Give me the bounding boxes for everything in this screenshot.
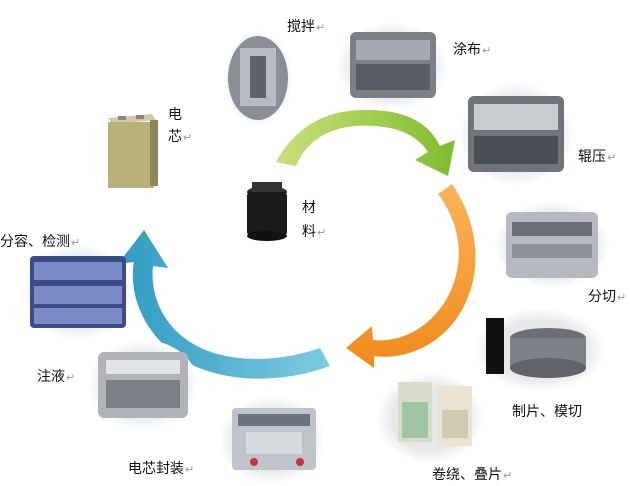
coat-machine-image bbox=[336, 22, 448, 110]
fill-machine-image bbox=[88, 340, 198, 430]
label-cell: 电 芯↵ bbox=[168, 107, 193, 145]
pack-machine-image bbox=[218, 396, 326, 484]
arrow-orange bbox=[346, 184, 476, 368]
label-pack: 电芯封装↵ bbox=[128, 461, 195, 477]
material-jar-image bbox=[247, 182, 287, 241]
test-rack-image bbox=[22, 244, 134, 340]
label-cut: 制片、模切 bbox=[512, 404, 582, 420]
label-wind: 卷绕、叠片↵ bbox=[432, 467, 513, 483]
cut-sheets-image bbox=[474, 308, 606, 392]
label-fill: 注液↵ bbox=[37, 369, 76, 385]
arrow-green bbox=[276, 109, 455, 176]
arrow-blue bbox=[118, 230, 330, 379]
wind-stack-image bbox=[376, 372, 484, 464]
roll-machine-image bbox=[458, 82, 574, 186]
label-material: 材 料↵ bbox=[302, 200, 327, 240]
cell-battery-image bbox=[108, 114, 158, 188]
label-slit: 分切↵ bbox=[588, 289, 627, 305]
stir-machine-image bbox=[223, 30, 293, 126]
slit-machine-image bbox=[494, 201, 610, 289]
label-test: 分容、检测↵ bbox=[0, 234, 81, 250]
label-stir: 搅拌↵ bbox=[287, 19, 326, 35]
label-coat: 涂布↵ bbox=[453, 42, 492, 58]
label-roll: 辊压↵ bbox=[578, 149, 617, 165]
